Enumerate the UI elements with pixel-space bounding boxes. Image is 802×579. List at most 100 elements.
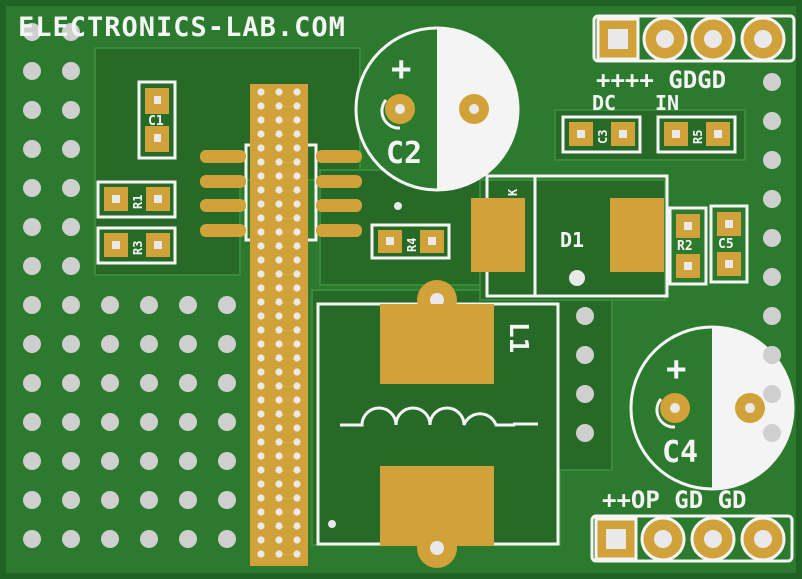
strip-hole [257,382,265,390]
c4-plus: + [666,349,686,389]
strip-hole [293,102,301,110]
c2-component: + C2 [354,26,520,192]
strip-hole [257,312,265,320]
strip-hole [257,354,265,362]
strip-hole [257,158,265,166]
edge-holes-right [576,73,781,442]
strip-hole [257,200,265,208]
l1-component: L1 [316,280,560,568]
strip-hole [293,214,301,222]
strip-hole [275,326,283,334]
strip-hole [257,536,265,544]
strip-hole [293,298,301,306]
strip-hole [275,452,283,460]
r4-label: R4 [405,238,419,252]
strip-hole [275,186,283,194]
r5-label: R5 [691,130,705,144]
strip-hole [257,438,265,446]
strip-hole [275,508,283,516]
strip-hole [257,102,265,110]
strip-hole [257,494,265,502]
strip-hole [293,130,301,138]
strip-hole [275,466,283,474]
c3-label: C3 [596,130,610,144]
strip-hole [275,116,283,124]
l1-label: L1 [503,322,533,353]
r3-label: R3 [131,241,145,255]
strip-hole [275,214,283,222]
strip-hole [293,368,301,376]
proto-holes [23,23,236,548]
r5-component: R5 [656,115,737,154]
strip-hole [275,256,283,264]
strip-hole [293,144,301,152]
strip-hole [257,550,265,558]
strip-hole [257,256,265,264]
strip-hole [293,270,301,278]
brand-text: ELECTRONICS-LAB.COM [18,12,346,43]
k-label: K [506,188,520,196]
via [394,202,402,210]
c4-component: + C4 [629,325,795,491]
strip-hole [293,340,301,348]
strip-hole [293,200,301,208]
c1-label: C1 [148,114,164,129]
strip-hole [293,480,301,488]
strip-hole [257,326,265,334]
strip-hole [275,368,283,376]
r1-component: R1 [96,180,177,219]
strip-hole [257,242,265,250]
strip-hole [257,396,265,404]
strip-hole [275,536,283,544]
strip-hole [293,466,301,474]
strip-hole [275,522,283,530]
strip-hole [293,242,301,250]
strip-hole [293,550,301,558]
strip-hole [257,410,265,418]
strip-hole [275,144,283,152]
dc-label: DC [592,91,616,115]
strip-hole [293,256,301,264]
strip-hole [275,382,283,390]
r4-component: R4 [370,223,451,260]
r3-component: R3 [96,226,177,265]
top-header: ++++ GDGD DC IN [592,14,796,115]
strip-hole [257,452,265,460]
strip-hole [293,116,301,124]
ic-footprint [200,143,362,242]
gold-pad-strip [250,84,308,566]
strip-hole [293,396,301,404]
strip-hole [293,312,301,320]
strip-hole [275,396,283,404]
strip-hole [257,214,265,222]
strip-hole [293,494,301,502]
in-label: IN [655,91,679,115]
strip-hole [257,522,265,530]
strip-hole [257,480,265,488]
strip-hole [275,158,283,166]
strip-hole [257,466,265,474]
strip-hole [293,508,301,516]
strip-hole [293,186,301,194]
d1-component: K D1 [471,174,669,298]
strip-hole [275,284,283,292]
strip-hole [275,298,283,306]
strip-hole [293,536,301,544]
strip-hole [293,452,301,460]
strip-hole [293,424,301,432]
strip-hole [257,130,265,138]
strip-hole [257,186,265,194]
strip-hole [275,354,283,362]
strip-hole [275,480,283,488]
strip-hole [293,284,301,292]
strip-hole [293,158,301,166]
d1-label: D1 [560,228,584,252]
c2-label: C2 [386,136,422,171]
strip-hole [293,354,301,362]
strip-hole [275,200,283,208]
strip-hole [275,270,283,278]
strip-hole [275,340,283,348]
strip-hole [275,550,283,558]
strip-hole [257,298,265,306]
